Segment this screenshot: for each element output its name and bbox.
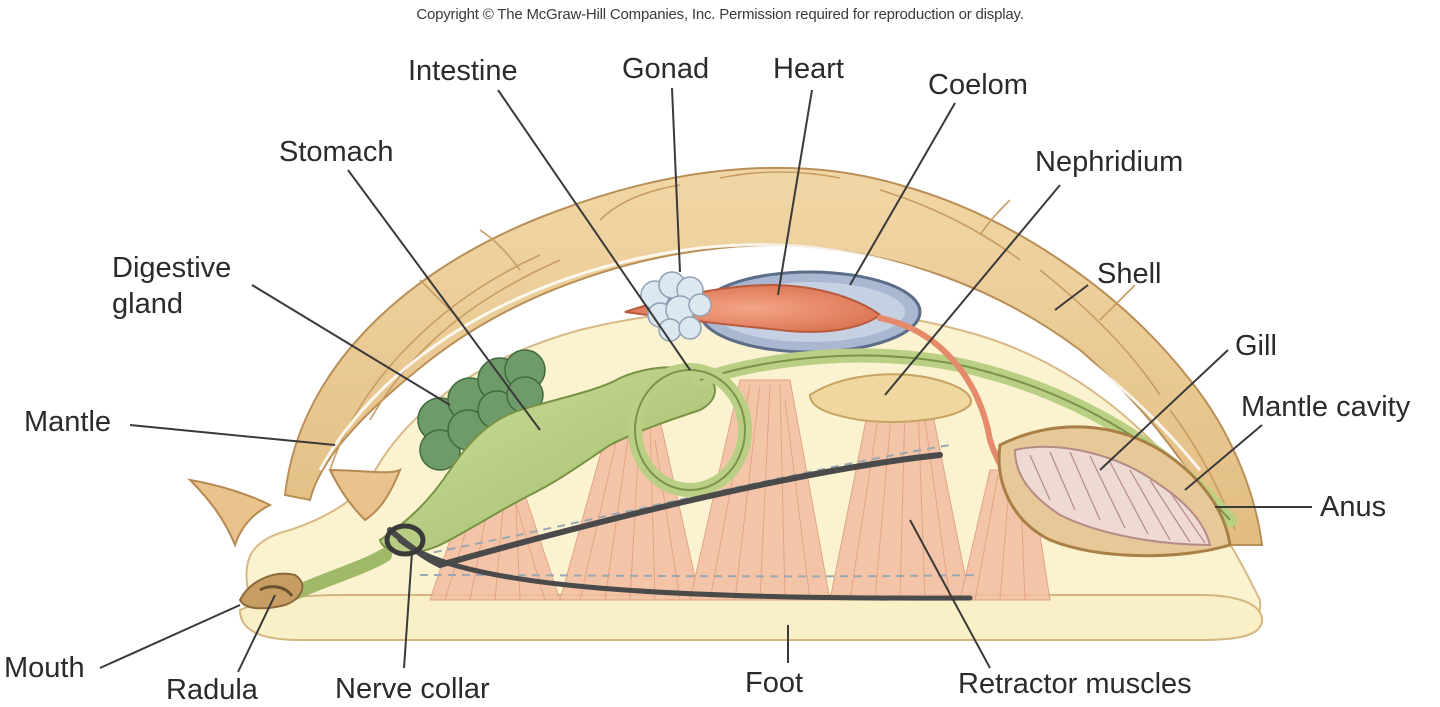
nerve-cord-pedal: [397, 537, 973, 601]
leader-lines: [99, 87, 1312, 673]
label-intestine: Intestine: [408, 55, 518, 87]
label-retractor-muscles: Retractor muscles: [958, 668, 1192, 700]
nephridium: [808, 373, 972, 423]
radula: [259, 585, 294, 597]
gill: [1013, 445, 1212, 547]
label-shell: Shell: [1097, 258, 1162, 290]
gonad: [640, 271, 712, 342]
copyright-notice: Copyright © The McGraw-Hill Companies, I…: [416, 6, 1024, 23]
label-nephridium: Nephridium: [1035, 146, 1184, 178]
shell: [283, 166, 1264, 546]
nerve-collar-ring: [384, 523, 426, 557]
mantle-fold-front: [328, 467, 402, 522]
label-anus: Anus: [1320, 491, 1387, 523]
label-radula: Radula: [166, 674, 258, 706]
label-digestive-gland-line1: Digestive: [112, 252, 232, 284]
label-heart: Heart: [773, 53, 844, 85]
mouth: [238, 572, 304, 610]
label-digestive-gland-line2: gland: [112, 288, 183, 320]
label-gill: Gill: [1235, 330, 1277, 362]
label-foot: Foot: [745, 667, 804, 699]
label-stomach: Stomach: [279, 136, 394, 168]
label-mantle-cavity: Mantle cavity: [1241, 391, 1411, 423]
label-gonad: Gonad: [622, 53, 710, 85]
label-mantle: Mantle: [24, 406, 112, 438]
gill-filaments: [1029, 451, 1206, 544]
label-nerve-collar: Nerve collar: [335, 673, 490, 705]
foot: [238, 594, 1264, 641]
label-mouth: Mouth: [4, 652, 85, 684]
label-coelom: Coelom: [928, 69, 1028, 101]
head-lobe: [187, 478, 273, 548]
